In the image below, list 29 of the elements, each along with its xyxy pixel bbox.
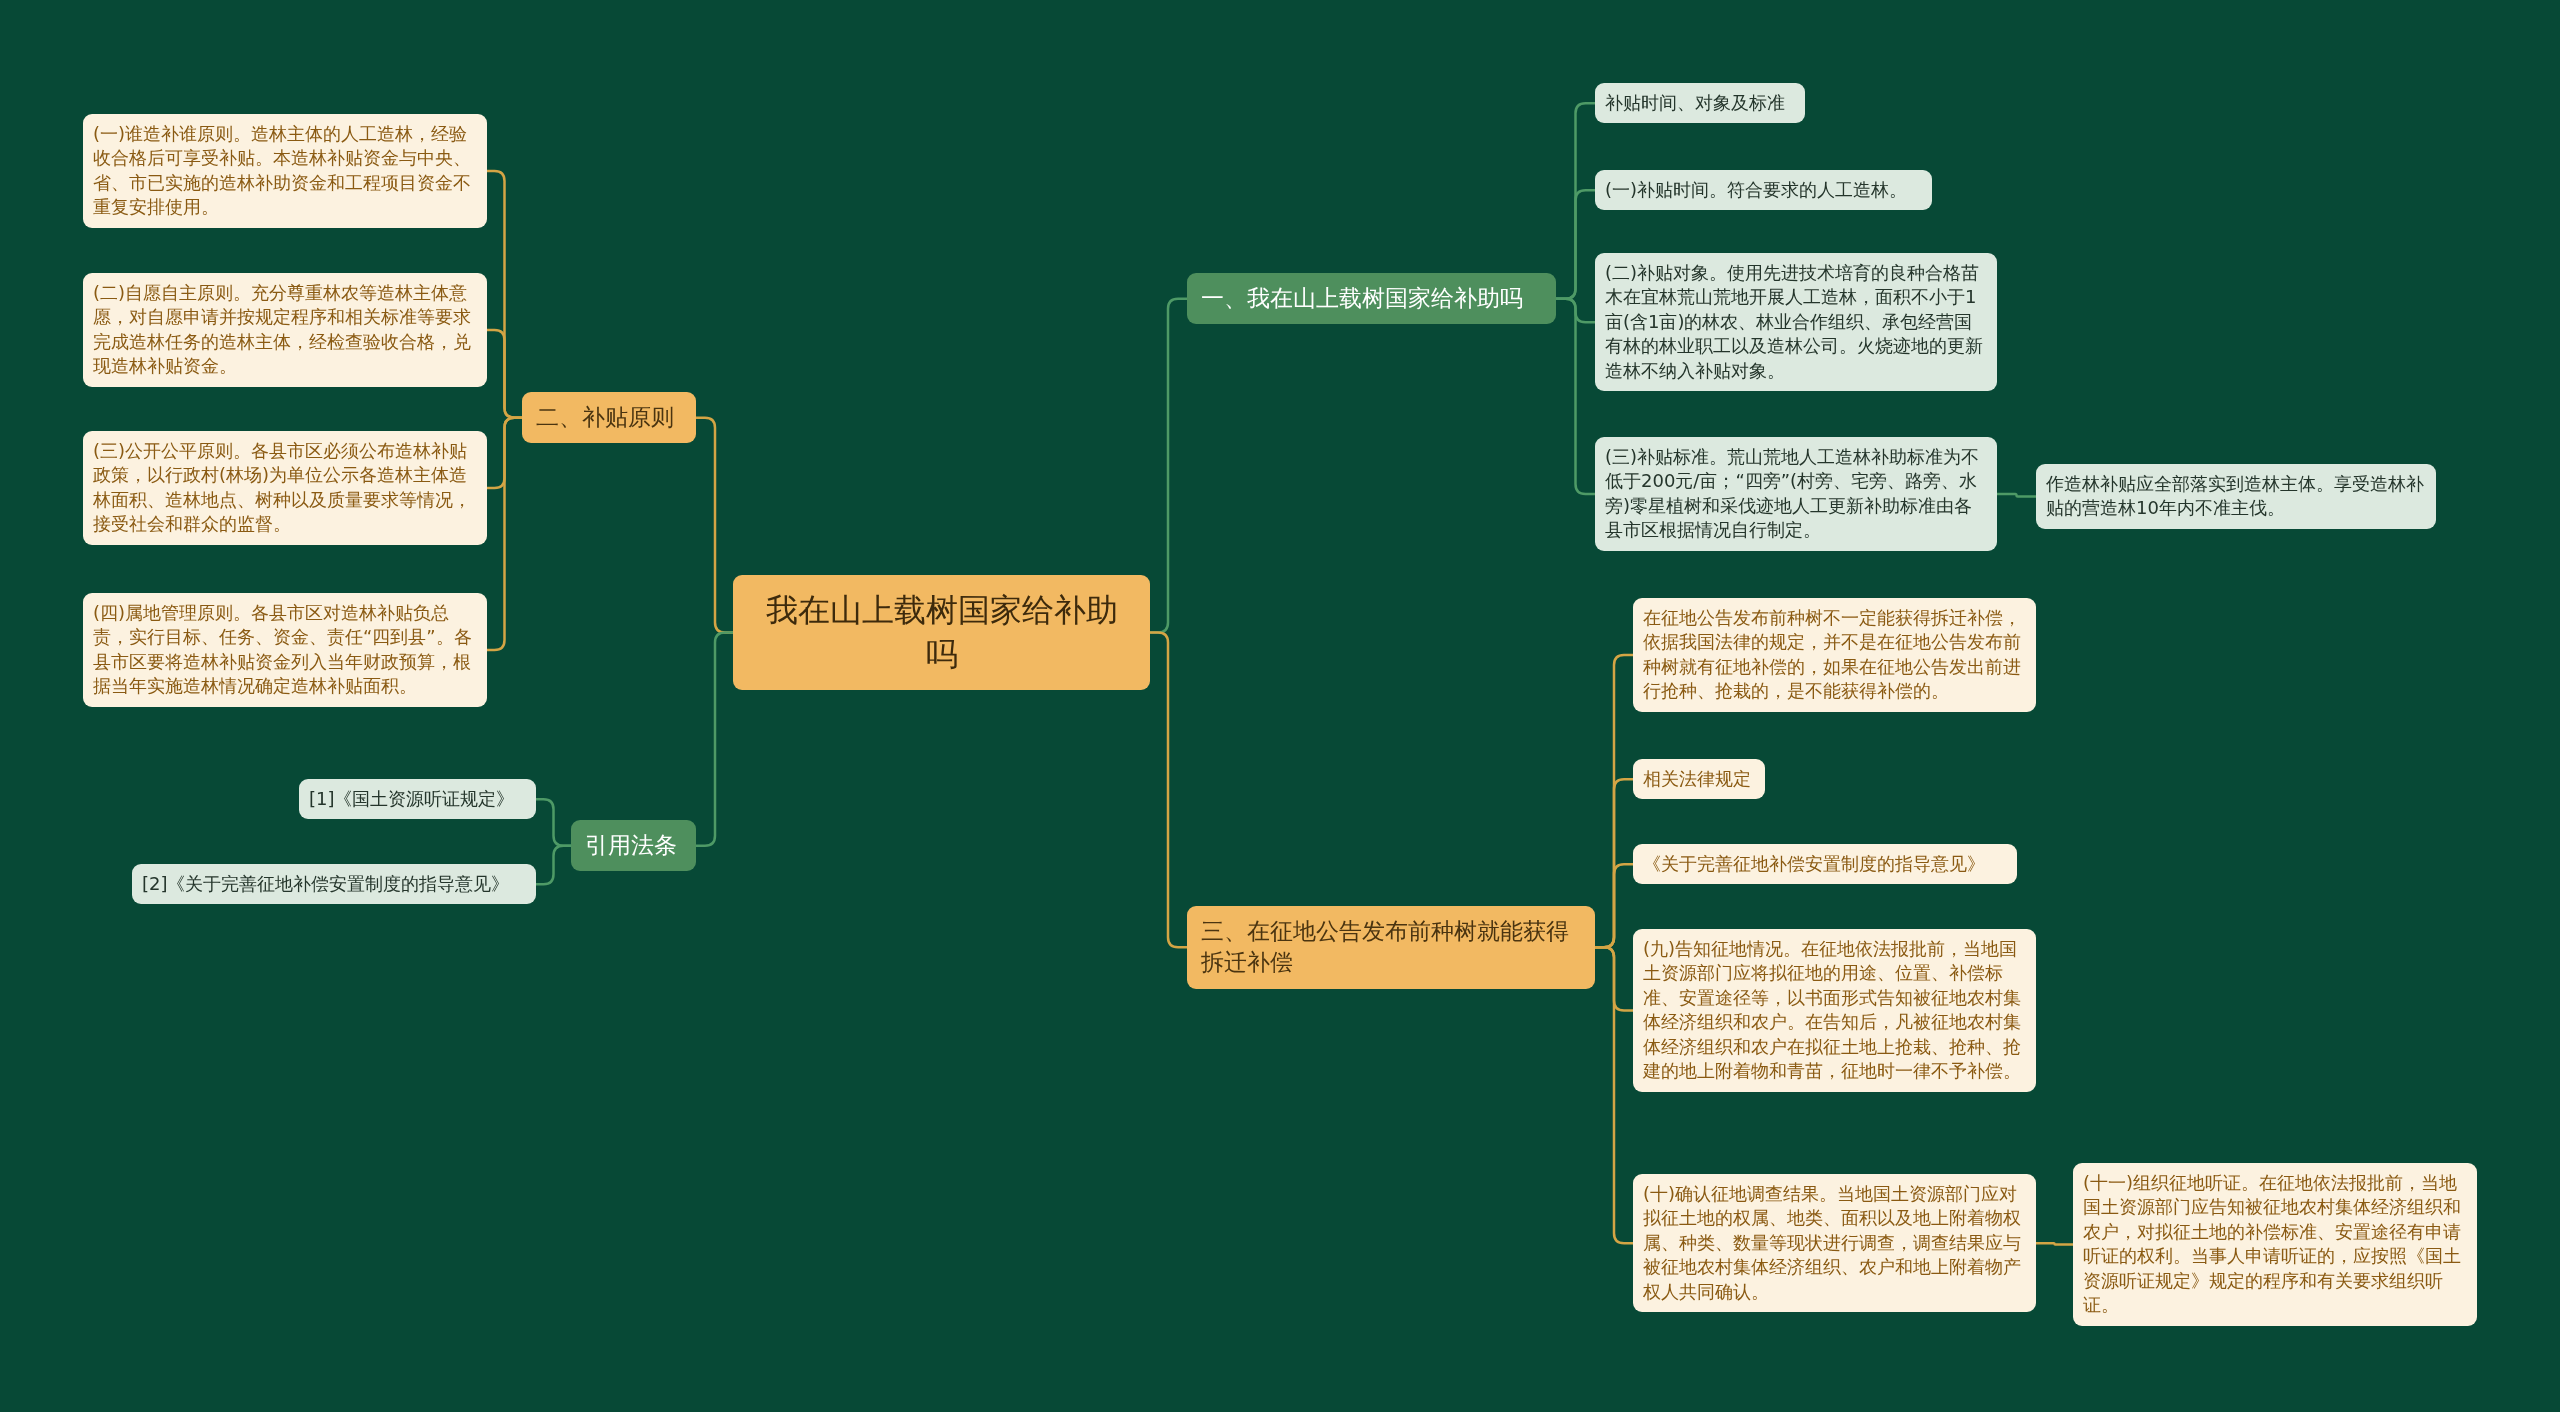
topic-box: 引用法条 [571, 820, 696, 872]
note-box: 作造林补贴应全部落实到造林主体。享受造林补贴的营造林10年内不准主伐。 [2036, 464, 2436, 529]
note-box: (三)公开公平原则。各县市区必须公布造林补贴政策，以行政村(林场)为单位公示各造林主体造林面积、造林地点、树种以及质量要求等情况，接受社会和群众的监督。 [83, 431, 487, 545]
connector-line [1150, 631, 1187, 949]
note-box: (十)确认征地调查结果。当地国土资源部门应对拟征土地的权属、地类、面积以及地上附着物权属、种类、数量等现状进行调查，调查结果应与被征地农村集体经济组织、农户和地上附着物产权人共同确认。 [1633, 1174, 2036, 1313]
note-box: (九)告知征地情况。在征地依法报批前，当地国土资源部门应将拟征地的用途、位置、补偿标准、安置途径等，以书面形式告知被征地农村集体经济组织和农户。在告知后，凡被征地农村集体经济组织和农户在拟征土地上抢栽、抢种、抢建的地上附着物和青苗，征地时一律不予补偿。 [1633, 929, 2036, 1092]
central-topic: 我在山上载树国家给补助吗 [733, 575, 1150, 691]
topic-box: 一、我在山上载树国家给补助吗 [1187, 273, 1556, 325]
note-box: (四)属地管理原则。各县市区对造林补贴负总责，实行目标、任务、资金、责任“四到县”。各县市区要将造林补贴资金列入当年财政预算，根据当年实施造林情况确定造林补贴面积。 [83, 593, 487, 707]
note-box: [1]《国土资源听证规定》 [299, 779, 536, 820]
note-box: (二)自愿自主原则。充分尊重林农等造林主体意愿，对自愿申请并按规定程序和相关标准等要求完成造林任务的造林主体，经检查验收合格，兑现造林补贴资金。 [83, 273, 487, 387]
note-box: (十一)组织征地听证。在征地依法报批前，当地国土资源部门应告知被征地农村集体经济组织和农户，对拟征土地的补偿标准、安置途径有申请听证的权利。当事人申请听证的，应按照《国土资源听证规定》规定的程序和有关要求组织听证。 [2073, 1163, 2477, 1326]
topic-box: 二、补贴原则 [522, 392, 696, 444]
connector-line [2036, 1241, 2073, 1246]
note-box: (一)补贴时间。符合要求的人工造林。 [1595, 170, 1932, 211]
connector-line [696, 631, 733, 847]
note-box: 相关法律规定 [1633, 759, 1765, 800]
connector-line [1997, 492, 2036, 498]
note-box: 《关于完善征地补偿安置制度的指导意见》 [1633, 844, 2017, 885]
topic-box: 三、在征地公告发布前种树就能获得拆迁补偿 [1187, 906, 1595, 989]
note-box: 在征地公告发布前种树不一定能获得拆迁补偿，依据我国法律的规定，并不是在征地公告发布前种树就有征地补偿的，如果在征地公告发出前进行抢种、抢栽的，是不能获得补偿的。 [1633, 598, 2036, 712]
note-box: (一)谁造补谁原则。造林主体的人工造林，经验收合格后可享受补贴。本造林补贴资金与中央、省、市已实施的造林补助资金和工程项目资金不重复安排使用。 [83, 114, 487, 228]
connector-line [1556, 297, 1595, 496]
note-box: (三)补贴标准。荒山荒地人工造林补助标准为不低于200元/亩；“四旁”(村旁、宅旁、路旁、水旁)零星植树和采伐迹地人工更新补助标准由各县市区根据情况自行制定。 [1595, 437, 1997, 551]
connector-line [1595, 946, 1633, 1245]
connector-line [536, 844, 571, 886]
note-box: [2]《关于完善征地补偿安置制度的指导意见》 [132, 864, 536, 905]
note-box: (二)补贴对象。使用先进技术培育的良种合格苗木在宜林荒山荒地开展人工造林，面积不小于1亩(含1亩)的林农、林业合作组织、承包经营国有林的林业职工以及造林公司。火烧迹地的更新造林不纳入补贴对象。 [1595, 253, 1997, 392]
note-box: 补贴时间、对象及标准 [1595, 83, 1805, 124]
